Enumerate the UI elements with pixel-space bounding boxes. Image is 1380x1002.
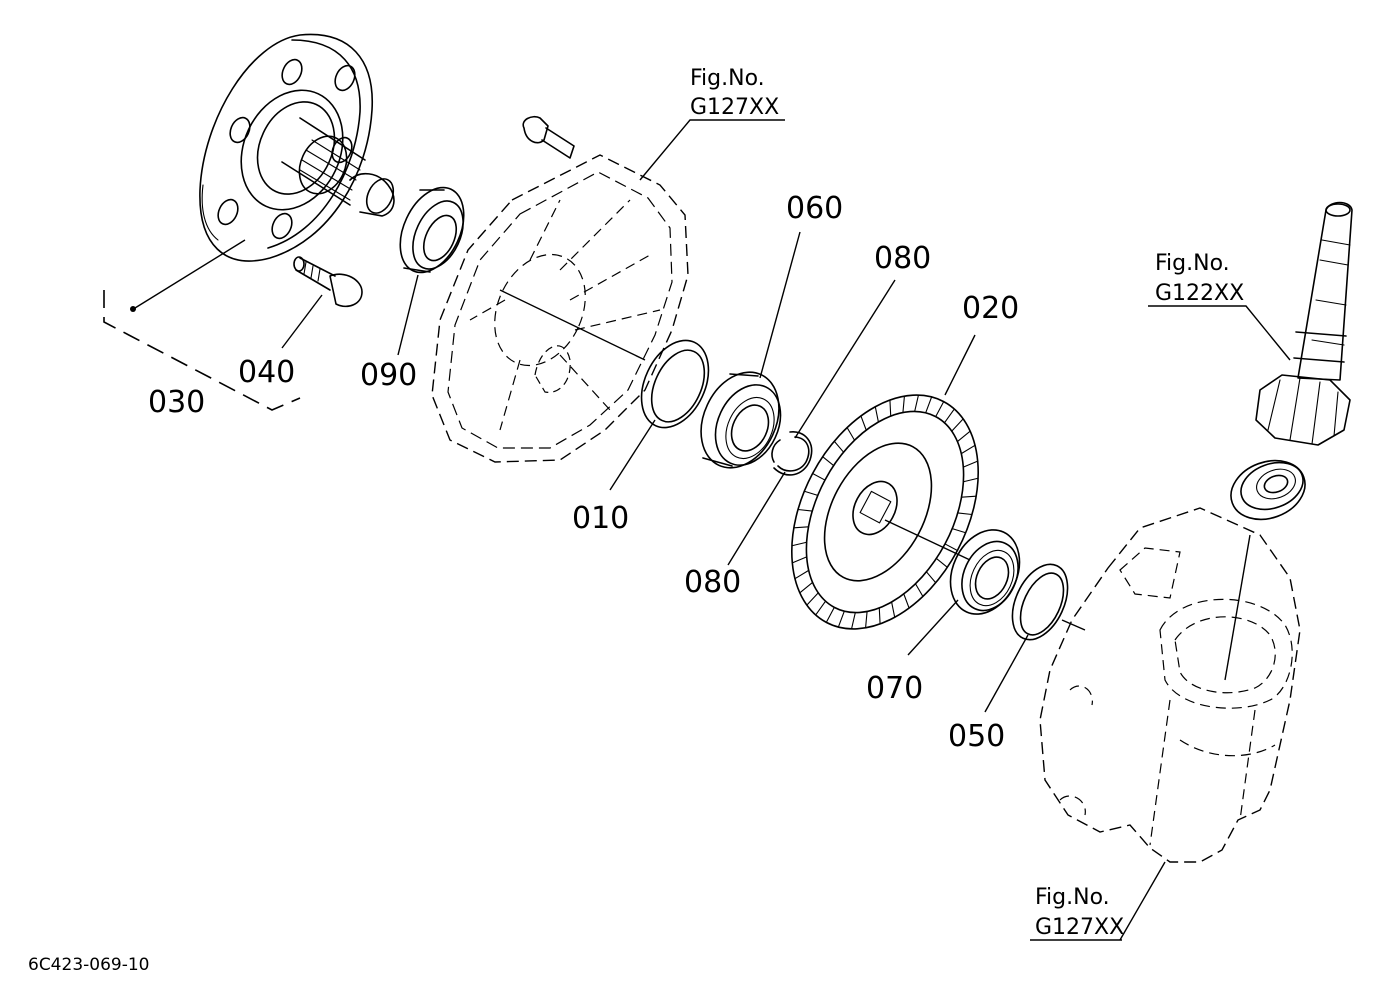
figure-ref-2-line2: G122XX bbox=[1155, 281, 1244, 306]
gear-tooth bbox=[902, 395, 905, 414]
oil-seal-090-drawing bbox=[399, 186, 465, 274]
gear-tooth bbox=[833, 440, 845, 453]
gear-tooth bbox=[956, 430, 971, 443]
gear-tooth bbox=[914, 394, 919, 412]
gear-tooth bbox=[935, 557, 948, 568]
figure-ref-1-line1: Fig.No. bbox=[690, 66, 765, 91]
drawing-code: 6C423-069-10 bbox=[28, 955, 149, 975]
gear-tooth bbox=[797, 508, 813, 512]
figure-ref-3-line1: Fig.No. bbox=[1035, 885, 1110, 910]
part-label-030: 030 bbox=[148, 385, 205, 420]
gear-tooth bbox=[851, 612, 856, 630]
gear-tooth bbox=[903, 593, 910, 609]
gear-tooth bbox=[914, 583, 924, 597]
part-label-070: 070 bbox=[866, 671, 923, 706]
gear-tooth bbox=[794, 569, 810, 580]
bevel-gear-020-drawing bbox=[791, 394, 979, 630]
gear-tooth bbox=[960, 444, 976, 455]
part-label-020: 020 bbox=[962, 291, 1019, 326]
shim-010-drawing bbox=[640, 339, 710, 429]
bearing-070-drawing bbox=[949, 529, 1021, 615]
gear-tooth bbox=[812, 472, 826, 481]
gear-tooth bbox=[962, 477, 979, 483]
pinion-shaft-drawing bbox=[1255, 201, 1353, 446]
part-label-060: 060 bbox=[786, 191, 843, 226]
gear-case-drawing bbox=[1039, 507, 1301, 863]
gear-tooth bbox=[799, 581, 814, 594]
gear-tooth bbox=[846, 427, 856, 441]
gear-tooth bbox=[822, 456, 835, 467]
gear-tooth bbox=[815, 600, 827, 616]
gear-tooth bbox=[944, 543, 958, 552]
part-label-010: 010 bbox=[572, 501, 629, 536]
gear-tooth bbox=[825, 606, 835, 623]
cover-bolt-drawing bbox=[522, 115, 575, 159]
gear-tooth bbox=[951, 528, 967, 534]
gear-tooth bbox=[891, 601, 896, 618]
part-label-090: 090 bbox=[360, 358, 417, 393]
part-label-080-lower: 080 bbox=[684, 565, 741, 600]
shim-050-drawing bbox=[1011, 563, 1069, 641]
snap-ring-080-drawing bbox=[771, 431, 813, 476]
gear-tooth bbox=[960, 495, 977, 498]
figure-ref-3-line2: G127XX bbox=[1035, 915, 1124, 940]
gear-tooth bbox=[791, 541, 808, 547]
gear-tooth bbox=[925, 571, 937, 584]
cover-housing-drawing bbox=[431, 154, 689, 463]
gear-tooth bbox=[793, 526, 810, 529]
gear-tooth bbox=[943, 408, 955, 424]
gear-tooth bbox=[806, 592, 819, 606]
part-label-040: 040 bbox=[238, 355, 295, 390]
pinion-bearing-drawing bbox=[1230, 459, 1306, 521]
gear-tooth bbox=[803, 490, 819, 496]
gear-tooth bbox=[935, 401, 945, 418]
gear-tooth bbox=[962, 460, 979, 468]
bearing-060-drawing bbox=[700, 371, 782, 469]
figure-ref-2-line1: Fig.No. bbox=[1155, 251, 1230, 276]
part-label-080-upper: 080 bbox=[874, 241, 931, 276]
part-label-050: 050 bbox=[948, 719, 1005, 754]
flange-shaft-drawing bbox=[199, 33, 395, 262]
gear-tooth bbox=[791, 556, 808, 564]
figure-ref-1-line2: G127XX bbox=[690, 95, 779, 120]
gear-tooth bbox=[889, 399, 892, 417]
gear-tooth bbox=[837, 610, 845, 628]
gear-tooth bbox=[925, 396, 933, 414]
gear-tooth bbox=[865, 610, 868, 629]
gear-tooth bbox=[951, 418, 964, 432]
gear-tooth bbox=[878, 607, 881, 625]
bolt-040-drawing bbox=[293, 256, 363, 308]
gear-tooth bbox=[957, 512, 973, 516]
gear-tooth bbox=[860, 415, 867, 431]
gear-tooth bbox=[874, 406, 879, 423]
